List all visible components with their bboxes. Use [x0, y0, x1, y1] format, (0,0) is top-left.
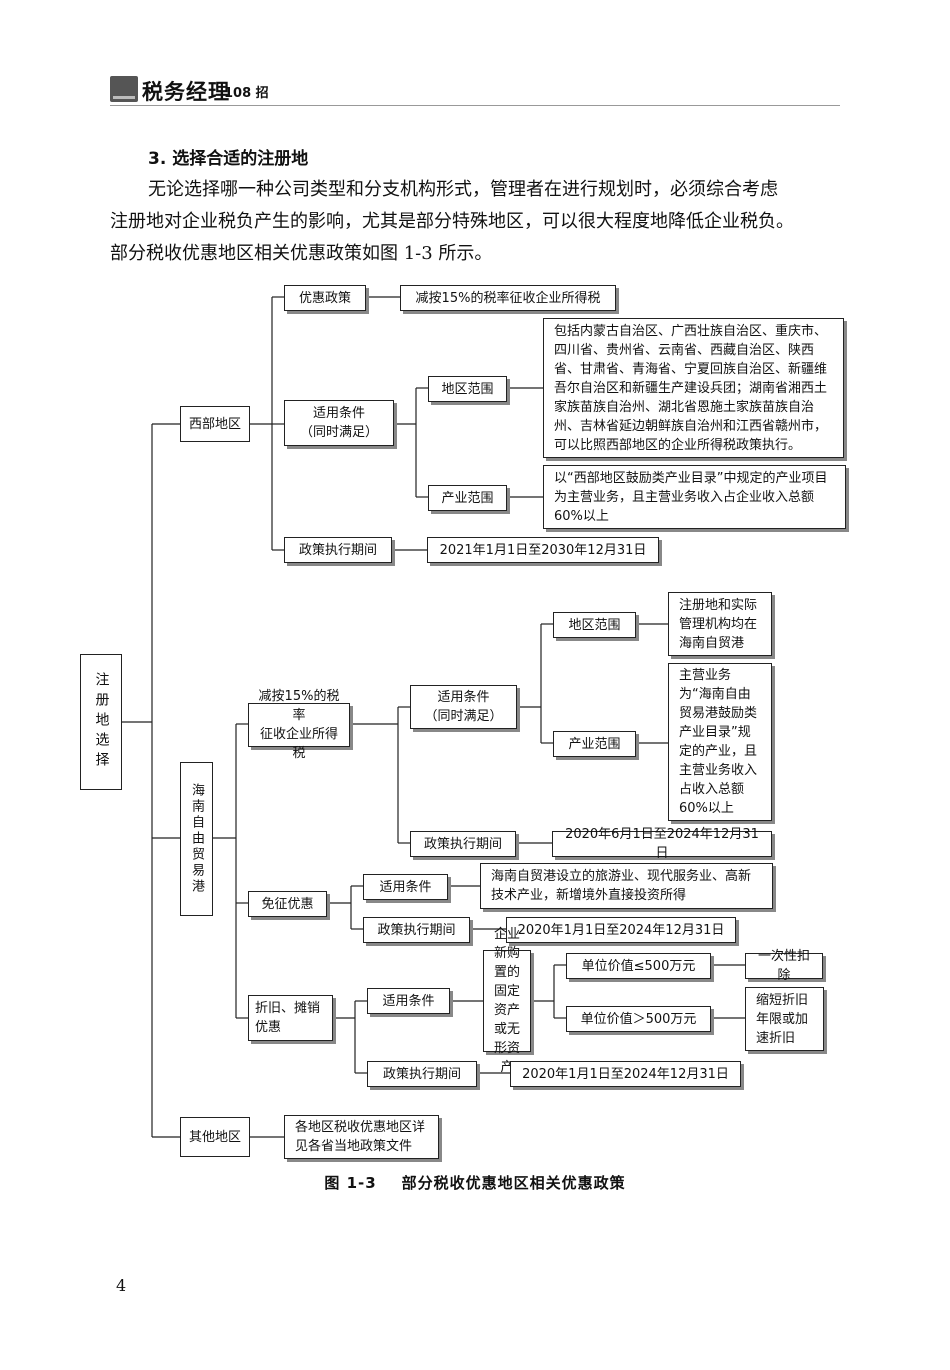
west-region-scope-detail: 包括内蒙古自治区、广西壮族自治区、重庆市、四川省、贵州省、云南省、西藏自治区、陕… [543, 318, 844, 458]
other-region-node: 其他地区 [180, 1117, 250, 1157]
hainan-tax-line2: 征收企业所得税 [259, 727, 338, 761]
header-title: 税务经理 [142, 80, 230, 104]
hainan-depreciation-line1: 折旧、摊销 [255, 1001, 321, 1016]
west-policy-node: 优惠政策 [284, 285, 366, 311]
west-industry-scope-node: 产业范围 [428, 485, 507, 511]
figure-caption: 图 1-3 部分税收优惠地区相关优惠政策 [324, 1174, 626, 1192]
west-policy-value: 减按15%的税率征收企业所得税 [400, 285, 616, 311]
other-region-detail: 各地区税收优惠地区详见各省当地政策文件 [284, 1115, 439, 1159]
book-icon [110, 76, 138, 102]
body-paragraph: 无论选择哪一种公司类型和分支机构形式，管理者在进行规划时，必须综合考虑 注册地对… [110, 174, 842, 270]
page-number: 4 [116, 1276, 127, 1295]
west-conditions-line1: 适用条件 [312, 406, 365, 421]
paragraph-line: 无论选择哪一种公司类型和分支机构形式，管理者在进行规划时，必须综合考虑 [148, 179, 778, 200]
hainan-depreciation-line2: 优惠 [255, 1020, 282, 1035]
hainan-node: 海南自由贸易港 [180, 762, 213, 916]
hainan-tax-conditions-line1: 适用条件 [437, 690, 490, 705]
hainan-low-value-result: 一次性扣除 [745, 949, 823, 983]
hainan-depreciation-node: 折旧、摊销 优惠 [248, 995, 333, 1041]
hainan-tax-node: 减按15%的税率 征收企业所得税 [248, 689, 350, 761]
hainan-exempt-conditions-node: 适用条件 [363, 874, 448, 900]
hainan-high-value-result: 缩短折旧年限或加速折旧 [745, 987, 824, 1051]
paragraph-line: 部分税收优惠地区相关优惠政策如图 1-3 所示。 [110, 243, 493, 264]
west-conditions-line2: （同时满足） [299, 425, 378, 440]
hainan-low-value-node: 单位价值≤500万元 [566, 953, 711, 979]
hainan-region-scope-node: 地区范围 [553, 612, 636, 638]
paragraph-line: 注册地对企业税负产生的影响，尤其是部分特殊地区，可以很大程度地降低企业税负。 [110, 211, 794, 232]
hainan-industry-scope-node: 产业范围 [553, 731, 636, 757]
hainan-tax-period-value: 2020年6月1日至2024年12月31日 [552, 827, 772, 861]
root-node: 注册地选择 [80, 654, 122, 790]
header-subtitle: 108 招 [224, 86, 269, 101]
hainan-exempt-period-value: 2020年1月1日至2024年12月31日 [506, 917, 736, 943]
hainan-tax-period-node: 政策执行期间 [410, 831, 516, 857]
root-label: 注册地选择 [93, 672, 110, 772]
hainan-exempt-node: 免征优惠 [248, 891, 327, 917]
hainan-tax-conditions-line2: （同时满足） [424, 709, 503, 724]
hainan-industry-scope-detail: 主营业务为“海南自由贸易港鼓励类产业目录”规定的产业，且主营业务收入占收入总额6… [668, 663, 772, 821]
west-region-scope-node: 地区范围 [428, 376, 507, 402]
hainan-depreciation-period-value: 2020年1月1日至2024年12月31日 [510, 1061, 741, 1087]
west-region-node: 西部地区 [180, 406, 250, 442]
west-period-node: 政策执行期间 [284, 537, 392, 563]
west-industry-scope-detail: 以“西部地区鼓励类产业目录”中规定的产业项目为主营业务，且主营业务收入占企业收入… [543, 465, 846, 529]
section-heading: 3. 选择合适的注册地 [148, 149, 309, 169]
hainan-depreciation-conditions-node: 适用条件 [367, 988, 450, 1014]
hainan-depreciation-asset-node: 企业新购置的固定资产或无形资产 [483, 927, 531, 1075]
hainan-exempt-conditions-detail: 海南自贸港设立的旅游业、现代服务业、高新技术产业，新增境外直接投资所得 [480, 863, 773, 909]
hainan-label: 海南自由贸易港 [189, 783, 204, 895]
hainan-high-value-node: 单位价值＞500万元 [566, 1006, 711, 1032]
hainan-exempt-period-node: 政策执行期间 [363, 917, 470, 943]
west-conditions-node: 适用条件 （同时满足） [284, 400, 394, 446]
hainan-tax-conditions-node: 适用条件 （同时满足） [410, 685, 517, 729]
hainan-region-scope-detail: 注册地和实际管理机构均在海南自贸港 [668, 592, 772, 656]
hainan-depreciation-period-node: 政策执行期间 [367, 1061, 477, 1087]
header-rule [110, 105, 840, 106]
hainan-tax-line1: 减按15%的税率 [258, 689, 340, 723]
west-period-value: 2021年1月1日至2030年12月31日 [427, 537, 659, 563]
